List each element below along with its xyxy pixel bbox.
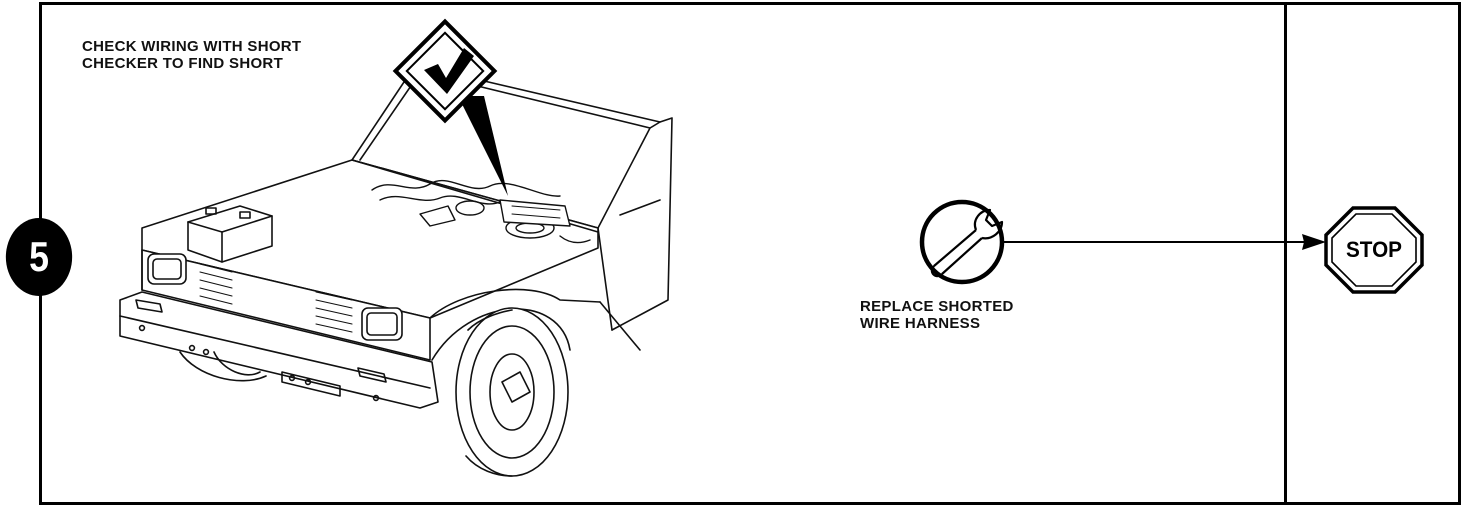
replace-caption-line: WIRE HARNESS: [860, 315, 1014, 332]
stop-sign-icon: STOP: [1326, 208, 1422, 292]
stop-label: STOP: [1346, 237, 1402, 262]
check-caption-line: CHECKER TO FIND SHORT: [82, 55, 301, 72]
replace-harness-caption: REPLACE SHORTED WIRE HARNESS: [860, 298, 1014, 332]
replace-caption-line: REPLACE SHORTED: [860, 298, 1014, 315]
check-wiring-caption: CHECK WIRING WITH SHORT CHECKER TO FIND …: [82, 38, 301, 72]
truck-illustration: [120, 66, 672, 476]
step-number-badge: 5: [6, 218, 72, 296]
flow-arrow: [1002, 234, 1326, 250]
check-caption-line: CHECK WIRING WITH SHORT: [82, 38, 301, 55]
front-wheel: [456, 308, 568, 476]
repair-icon-group: [922, 202, 1002, 282]
